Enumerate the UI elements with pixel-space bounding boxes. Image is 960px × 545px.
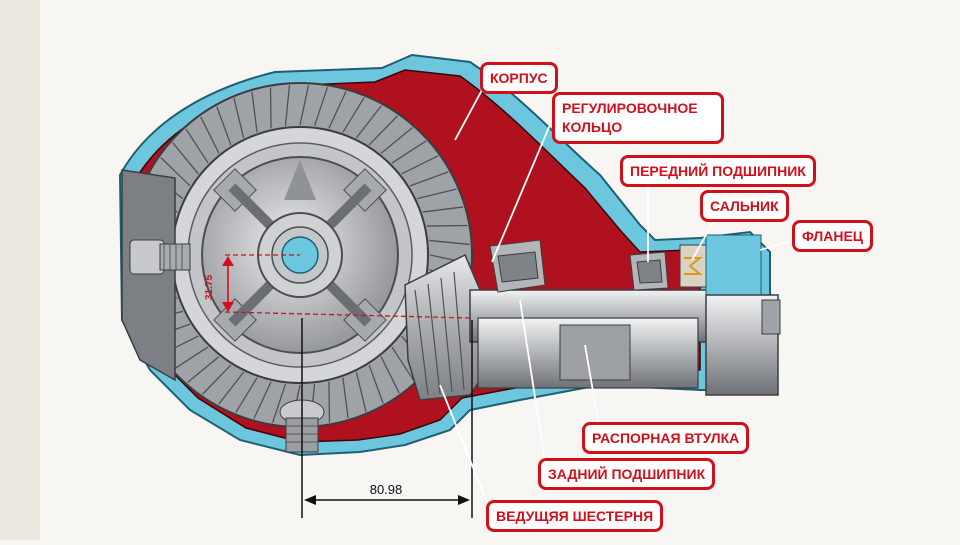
ring-gear-tooth bbox=[200, 116, 220, 154]
label-flange: ФЛАНЕЦ bbox=[792, 220, 874, 252]
label-front-bearing: ПЕРЕДНИЙ ПОДШИПНИК bbox=[620, 155, 816, 187]
label-adjusting-ring: РЕГУЛИРОВОЧНОЕ КОЛЬЦО bbox=[552, 92, 724, 144]
vertical-dimension-value: 31.75 bbox=[204, 275, 215, 300]
ring-gear-tooth bbox=[380, 356, 400, 394]
ring-gear-tooth bbox=[328, 381, 331, 423]
ring-gear-tooth bbox=[422, 206, 464, 213]
ring-gear-tooth bbox=[299, 85, 310, 126]
ring-gear-tooth bbox=[218, 371, 245, 405]
pinion-teeth bbox=[414, 271, 465, 396]
label-oil-seal: САЛЬНИК bbox=[700, 190, 789, 222]
ring-gear-tooth bbox=[172, 142, 199, 175]
reference-lines bbox=[224, 254, 471, 319]
page-shadow bbox=[0, 0, 40, 540]
ring-gear-tooth bbox=[368, 364, 384, 404]
ring-gear-tooth bbox=[160, 157, 191, 187]
ring-gear-tooth bbox=[187, 356, 220, 383]
ring-gear-tooth bbox=[391, 140, 427, 164]
ring-gear-tooth bbox=[380, 127, 413, 154]
ring-gear-tooth bbox=[328, 91, 347, 129]
label-rear-bearing: ЗАДНИЙ ПОДШИПНИК bbox=[538, 458, 716, 490]
ring-gear-tooth bbox=[416, 188, 457, 200]
ring-gear-tooth bbox=[271, 383, 287, 423]
side-cover bbox=[121, 169, 176, 382]
ring-gear-tooth bbox=[409, 171, 449, 187]
ring-gear-tooth bbox=[355, 105, 382, 139]
ring-gear-tooth bbox=[284, 85, 291, 126]
horizontal-dimension-value: 80.98 bbox=[370, 482, 403, 497]
spacer-sleeve-shape bbox=[559, 324, 631, 381]
ring-gear-tooth bbox=[342, 377, 349, 419]
vertical-dimension: 31.75 bbox=[204, 256, 234, 312]
label-spacer-sleeve: РАСПОРНАЯ ВТУЛКА bbox=[582, 422, 750, 454]
ring-gear-tooth bbox=[235, 377, 258, 413]
ring-gear-tooth bbox=[251, 91, 258, 133]
ring-gear-tooth bbox=[216, 106, 232, 146]
label-adjusting-ring-line1: РЕГУЛИРОВОЧНОЕ bbox=[562, 100, 698, 116]
ring-gear-tooth bbox=[391, 346, 415, 382]
ring-gear-tooth bbox=[342, 97, 365, 133]
ring-gear-tooth bbox=[368, 115, 398, 146]
leader-lines bbox=[439, 89, 803, 511]
label-drive-gear: ВЕДУЩЯЯ ШЕСТЕРНЯ bbox=[486, 500, 664, 532]
ring-gear-tooth bbox=[269, 87, 272, 129]
ring-gear-tooth bbox=[202, 364, 232, 395]
ring-gear-tooth bbox=[429, 239, 470, 246]
rear-bearing-shape bbox=[489, 239, 546, 293]
flange-shape bbox=[705, 234, 781, 396]
ring-gear-tooth bbox=[313, 87, 329, 127]
ring-gear-tooth bbox=[233, 98, 245, 139]
horizontal-dimension: 80.98 bbox=[301, 318, 473, 518]
ring-gear-tooth bbox=[355, 371, 367, 412]
label-adjusting-ring-line2: КОЛЬЦО bbox=[562, 119, 623, 135]
ring-gear-tooth bbox=[185, 128, 209, 164]
ring-gear-tooth bbox=[173, 346, 209, 370]
ring-gear-tooth bbox=[426, 224, 468, 227]
ring-gear-tooth bbox=[253, 381, 272, 419]
bolt bbox=[129, 239, 191, 275]
label-housing: КОРПУС bbox=[480, 62, 558, 94]
oil-seal-shape bbox=[679, 244, 707, 288]
front-bearing-shape bbox=[629, 251, 669, 291]
ring-gear-tooth bbox=[401, 155, 439, 175]
